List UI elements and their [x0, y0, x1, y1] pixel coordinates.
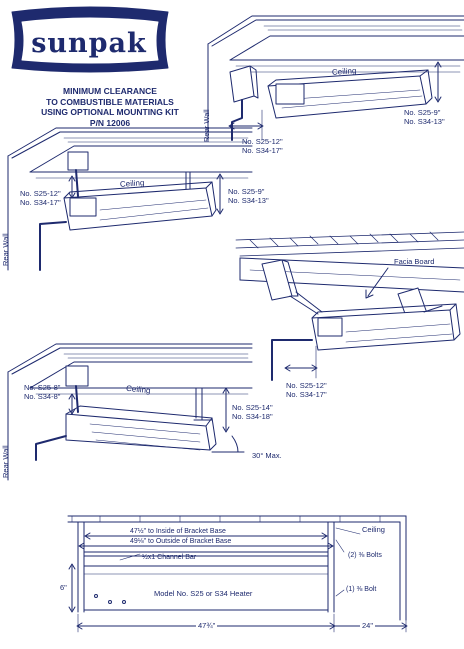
- clearance-s34-17-top: No. S34-17": [242, 146, 283, 155]
- logo-banner: [11, 6, 169, 73]
- clearance-s25-8: No. S25-8": [24, 383, 61, 392]
- depth-24-dim: 24": [360, 621, 376, 631]
- rear-wall-label-1: Rear Wall: [202, 109, 211, 142]
- diagram-detail: [67, 515, 408, 633]
- heater-model-label: Model No. S25 or S34 Heater: [154, 589, 253, 598]
- clearance-s25-12-left: No. S25-12": [20, 189, 61, 198]
- diagram-facia: [235, 231, 464, 381]
- clearance-s34-17-facia: No. S34-17": [286, 390, 327, 399]
- clearance-s34-13-top: No. S34-13": [404, 117, 445, 126]
- two-bolts-label: (2) ⅜ Bolts: [348, 552, 382, 559]
- diagram-title: MINIMUM CLEARANCE TO COMBUSTIBLE MATERIA…: [20, 86, 200, 128]
- clearance-s25-12-top: No. S25-12": [242, 137, 283, 146]
- clearance-s34-13-left: No. S34-13": [228, 196, 269, 205]
- six-inch-dim: 6": [60, 583, 67, 592]
- ceiling-label-2: Ceiling: [119, 178, 145, 189]
- angle-30-max: 30° Max.: [252, 451, 282, 460]
- clearance-s25-9-top: No. S25-9": [404, 108, 441, 117]
- rear-wall-label-4: Rear Wall: [1, 445, 10, 478]
- outside-bracket-base-dim: 49⅛" to Outside of Bracket Base: [130, 538, 232, 545]
- ceiling-label-1: Ceiling: [331, 66, 357, 77]
- overall-width-dim: 47¾": [196, 621, 218, 631]
- one-bolt-label: (1) ⅜ Bolt: [346, 586, 377, 593]
- rear-wall-label-2: Rear Wall: [1, 233, 10, 266]
- sunpak-logo: sunpak TM: [8, 8, 170, 74]
- title-line-1: MINIMUM CLEARANCE: [63, 86, 157, 96]
- clearance-s34-18: No. S34-18": [232, 412, 273, 421]
- clearance-s34-8: No. S34-8": [24, 392, 61, 401]
- title-line-2: TO COMBUSTIBLE MATERIALS: [46, 96, 174, 107]
- ceiling-label-5: Ceiling: [362, 525, 385, 534]
- facia-board-label: Facia Board: [394, 257, 435, 266]
- inside-bracket-base-dim: 47½" to Inside of Bracket Base: [130, 528, 226, 535]
- title-line-3: USING OPTIONAL MOUNTING KIT: [41, 107, 179, 117]
- clearance-s25-12-facia: No. S25-12": [286, 381, 327, 390]
- clearance-s25-9-left: No. S25-9": [228, 187, 265, 196]
- title-line-4: P/N 12006: [89, 117, 131, 128]
- diagram-top-right: [207, 15, 464, 141]
- clearance-s25-14: No. S25-14": [232, 403, 273, 412]
- clearance-s34-17-left: No. S34-17": [20, 198, 61, 207]
- diagram-left: [7, 127, 253, 271]
- logo-wordmark: sunpak: [31, 28, 147, 59]
- channel-bar-label: ½x1 Channel Bar: [142, 554, 197, 561]
- trademark-mark: TM: [152, 64, 160, 70]
- diagram-angled: [7, 343, 253, 481]
